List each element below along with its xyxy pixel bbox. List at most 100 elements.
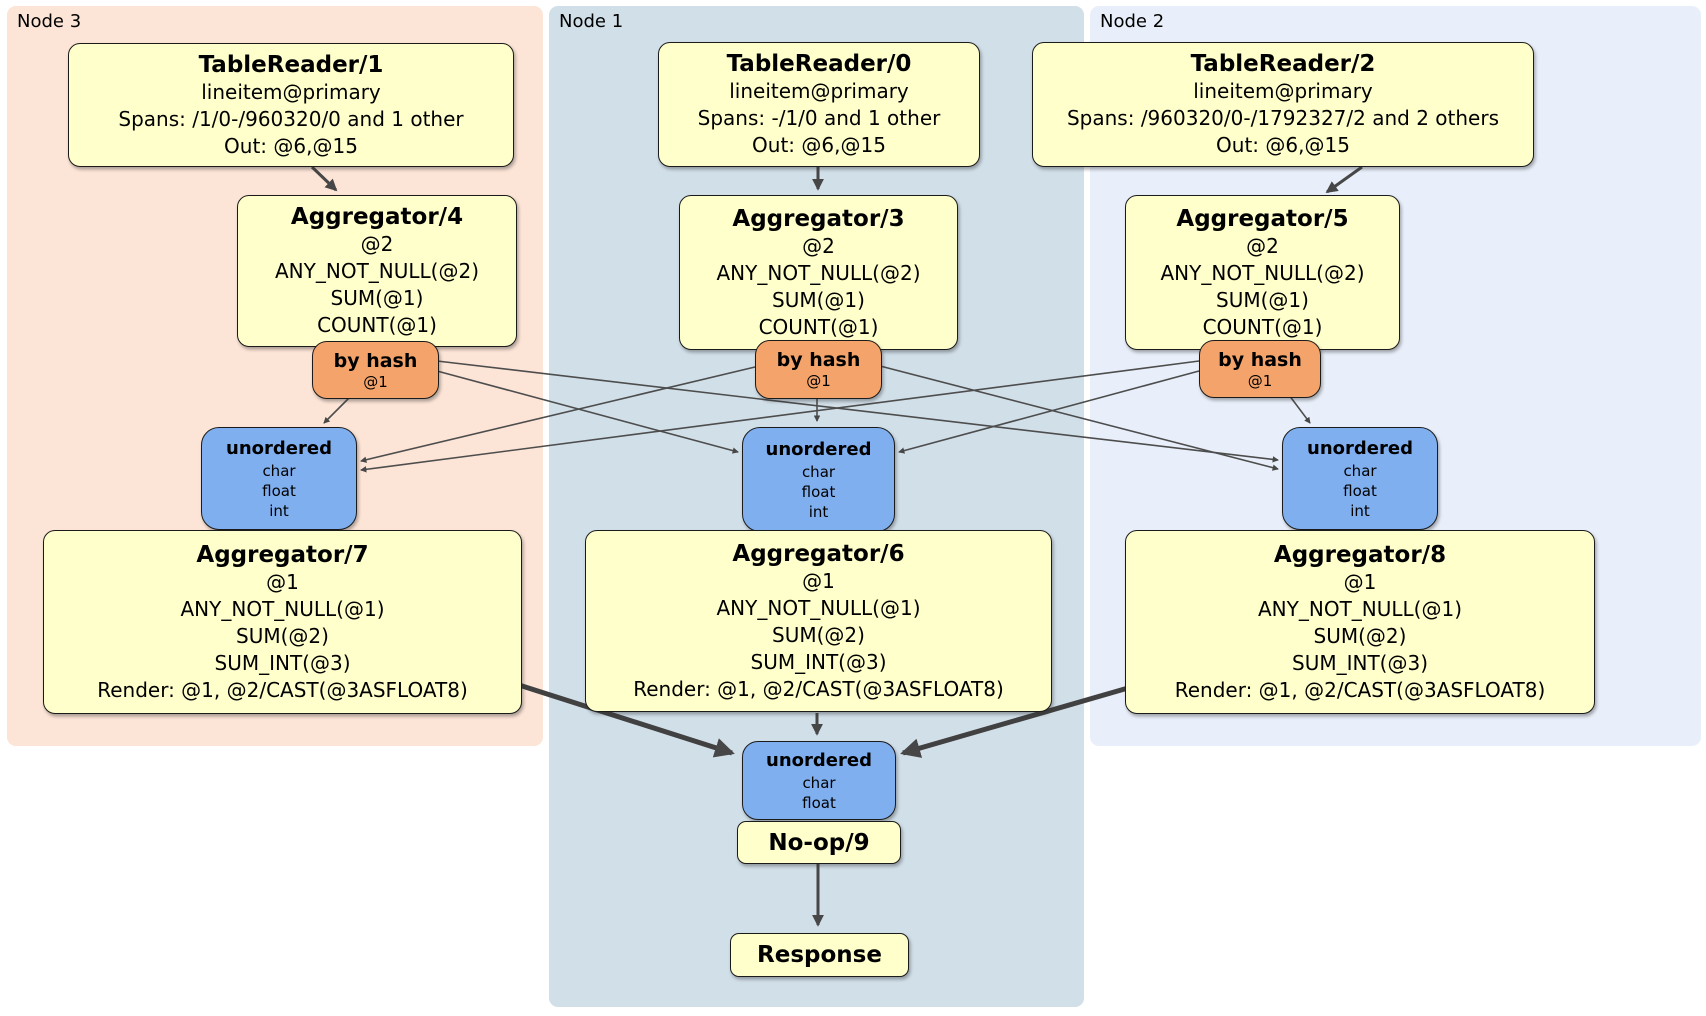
sync-column: float [802,793,836,812]
sync-unordered-node1: unordered char float int [742,427,895,532]
sync-column: float [801,482,836,501]
processor-detail: Out: @6,@15 [752,133,886,157]
sync-title: unordered [766,749,872,771]
region-node2-label: Node 2 [1100,11,1165,32]
router-detail: @1 [1247,371,1273,390]
processor-detail: ANY_NOT_NULL(@2) [716,260,921,285]
processor-detail: SUM(@2) [236,623,329,648]
processor-detail: @2 [1246,233,1279,258]
processor-detail: COUNT(@1) [758,314,879,339]
router-detail: @1 [806,372,831,390]
edge-router1-sync2 [879,365,1279,471]
sync-column: float [1343,481,1377,500]
processor-detail: COUNT(@1) [1202,314,1323,339]
edge-tr2-ag5 [1325,165,1363,194]
processor-tablereader-1: TableReader/1 lineitem@primary Spans: /1… [68,43,514,167]
router-title: by hash [1218,348,1302,371]
router-detail: @1 [363,372,388,391]
processor-detail: lineitem@primary [201,79,381,104]
sync-column: char [802,773,836,792]
processor-detail: @2 [360,232,394,256]
router-title: by hash [776,349,861,371]
processor-aggregator-4: Aggregator/4 @2 ANY_NOT_NULL(@2) SUM(@1)… [237,195,517,347]
processor-detail: lineitem@primary [729,79,909,103]
processor-detail: Spans: /1/0-/960320/0 and 1 other [118,106,464,131]
sync-column: char [262,461,296,480]
processor-detail: Render: @1, @2/CAST(@3ASFLOAT8) [1174,677,1546,702]
sync-unordered-node3: unordered char float int [201,427,357,530]
processor-detail: SUM(@1) [772,287,865,312]
processor-title: TableReader/0 [726,51,912,77]
edge-ag7-syncfinal [499,676,735,758]
processor-aggregator-8: Aggregator/8 @1 ANY_NOT_NULL(@1) SUM(@2)… [1125,530,1595,714]
processor-aggregator-5: Aggregator/5 @2 ANY_NOT_NULL(@2) SUM(@1)… [1125,195,1400,350]
processor-detail: Out: @6,@15 [1216,133,1350,157]
router-title: by hash [333,349,418,372]
processor-title: TableReader/1 [198,51,384,78]
processor-noop-9: No-op/9 [737,821,901,864]
sync-column: int [1350,501,1370,520]
processor-detail: SUM_INT(@3) [750,649,887,674]
processor-aggregator-6: Aggregator/6 @1 ANY_NOT_NULL(@1) SUM(@2)… [585,530,1052,712]
sync-unordered-node2: unordered char float int [1282,427,1438,530]
processor-detail: ANY_NOT_NULL(@2) [1160,260,1365,285]
processor-detail: @1 [1343,569,1377,594]
edge-router2-sync2 [1288,394,1311,424]
processor-title: No-op/9 [768,829,870,856]
router-by-hash-node1: by hash @1 [755,340,882,399]
processor-detail: ANY_NOT_NULL(@1) [1258,596,1462,621]
processor-aggregator-3: Aggregator/3 @2 ANY_NOT_NULL(@2) SUM(@1)… [679,195,958,350]
edge-router2-sync1 [898,370,1200,454]
sync-column: int [808,502,829,521]
edge-ag8-syncfinal [900,683,1136,758]
edge-router3-sync1 [436,370,739,454]
processor-detail: ANY_NOT_NULL(@1) [716,595,921,620]
processor-detail: Render: @1, @2/CAST(@3ASFLOAT8) [633,676,1004,701]
region-node3-label: Node 3 [17,11,82,32]
processor-title: Aggregator/6 [732,540,905,567]
edge-router3-sync2 [436,360,1279,463]
processor-title: Aggregator/4 [290,204,464,230]
processor-detail: SUM(@2) [1313,623,1407,648]
processor-detail: SUM(@1) [330,286,424,310]
processor-detail: SUM(@2) [772,622,865,647]
processor-detail: lineitem@primary [1193,79,1373,103]
edge-tr1-ag4 [310,165,338,192]
sync-column: char [1343,461,1377,480]
processor-response: Response [730,933,909,977]
sync-column: float [262,481,296,500]
processor-detail: Spans: -/1/0 and 1 other [697,106,941,130]
processor-detail: Render: @1, @2/CAST(@3ASFLOAT8) [97,677,468,702]
processor-title: Response [757,942,882,968]
processor-tablereader-0: TableReader/0 lineitem@primary Spans: -/… [658,42,980,167]
region-node1-label: Node 1 [559,11,624,32]
processor-aggregator-7: Aggregator/7 @1 ANY_NOT_NULL(@1) SUM(@2)… [43,530,522,714]
sync-title: unordered [1307,437,1413,459]
processor-detail: SUM_INT(@3) [214,650,351,675]
processor-title: TableReader/2 [1190,51,1376,77]
sync-title: unordered [226,437,332,459]
processor-tablereader-2: TableReader/2 lineitem@primary Spans: /9… [1032,42,1534,167]
sync-column: char [801,462,836,481]
sync-title: unordered [765,438,872,460]
processor-detail: Out: @6,@15 [224,133,358,158]
processor-detail: Spans: /960320/0-/1792327/2 and 2 others [1066,106,1499,130]
router-by-hash-node3: by hash @1 [312,341,439,399]
edge-router2-sync3 [360,360,1200,473]
edge-router1-sync3 [360,366,756,463]
processor-title: Aggregator/7 [196,541,369,568]
processor-title: Aggregator/8 [1273,541,1447,568]
processor-title: Aggregator/5 [1176,205,1349,232]
sync-unordered-final: unordered char float [742,741,896,820]
processor-detail: @1 [266,569,299,594]
edge-router3-sync3 [323,396,351,424]
processor-detail: @1 [802,568,835,593]
processor-detail: ANY_NOT_NULL(@2) [275,259,479,283]
processor-detail: SUM_INT(@3) [1292,650,1428,675]
processor-detail: COUNT(@1) [317,313,437,337]
processor-detail: SUM(@1) [1216,287,1309,312]
sync-column: int [269,501,289,520]
processor-title: Aggregator/3 [732,205,905,232]
